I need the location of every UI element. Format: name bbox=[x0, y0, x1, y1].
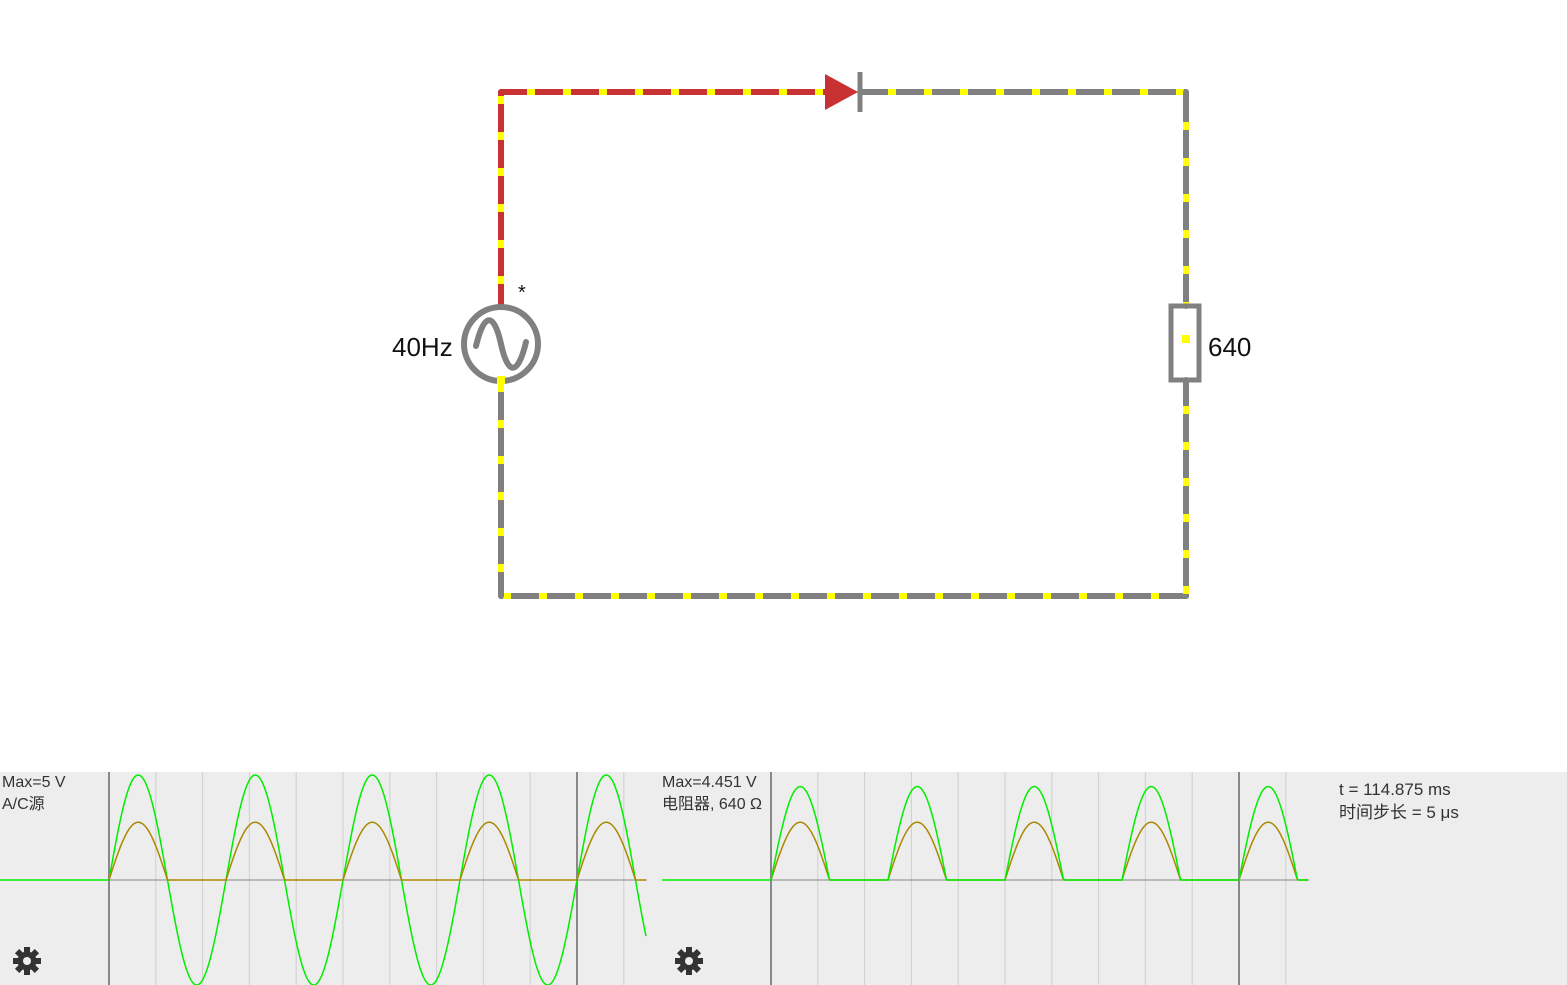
scope-voltage-trace bbox=[770, 785, 1308, 881]
gear-icon[interactable] bbox=[12, 946, 42, 976]
resistor-value-label: 640 bbox=[1208, 332, 1251, 362]
scope-current-trace bbox=[108, 821, 646, 881]
scope-name-label: 电阻器, 640 Ω bbox=[662, 796, 762, 813]
scope-max-label: Max=5 V bbox=[2, 774, 66, 791]
scope-panel: Max=5 V A/C源 Max=4.451 V 电阻器, 640 Ω t = … bbox=[0, 772, 1567, 985]
scope-max-label: Max=4.451 V bbox=[662, 774, 757, 791]
resistor[interactable] bbox=[1168, 303, 1202, 383]
simulation-time: t = 114.875 ms bbox=[1339, 780, 1451, 799]
simulation-info: t = 114.875 ms 时间步长 = 5 μs bbox=[1339, 778, 1459, 824]
diode[interactable] bbox=[825, 72, 863, 112]
scope-ac-source[interactable]: Max=5 V A/C源 bbox=[0, 772, 652, 985]
scope-resistor[interactable]: Max=4.451 V 电阻器, 640 Ω bbox=[662, 772, 1312, 985]
gear-icon[interactable] bbox=[674, 946, 704, 976]
circuit-canvas[interactable]: 40Hz * 640 bbox=[0, 0, 1567, 772]
scope-plot-resistor[interactable] bbox=[662, 772, 1312, 985]
simulation-timestep: 时间步长 = 5 μs bbox=[1339, 803, 1459, 822]
scope-name-label: A/C源 bbox=[2, 796, 45, 813]
source-frequency-label: 40Hz bbox=[392, 332, 453, 362]
ac-source[interactable] bbox=[461, 304, 541, 384]
scope-current-trace bbox=[770, 821, 1308, 881]
source-marker: * bbox=[518, 282, 526, 304]
scope-plot-ac-source[interactable] bbox=[0, 772, 652, 985]
